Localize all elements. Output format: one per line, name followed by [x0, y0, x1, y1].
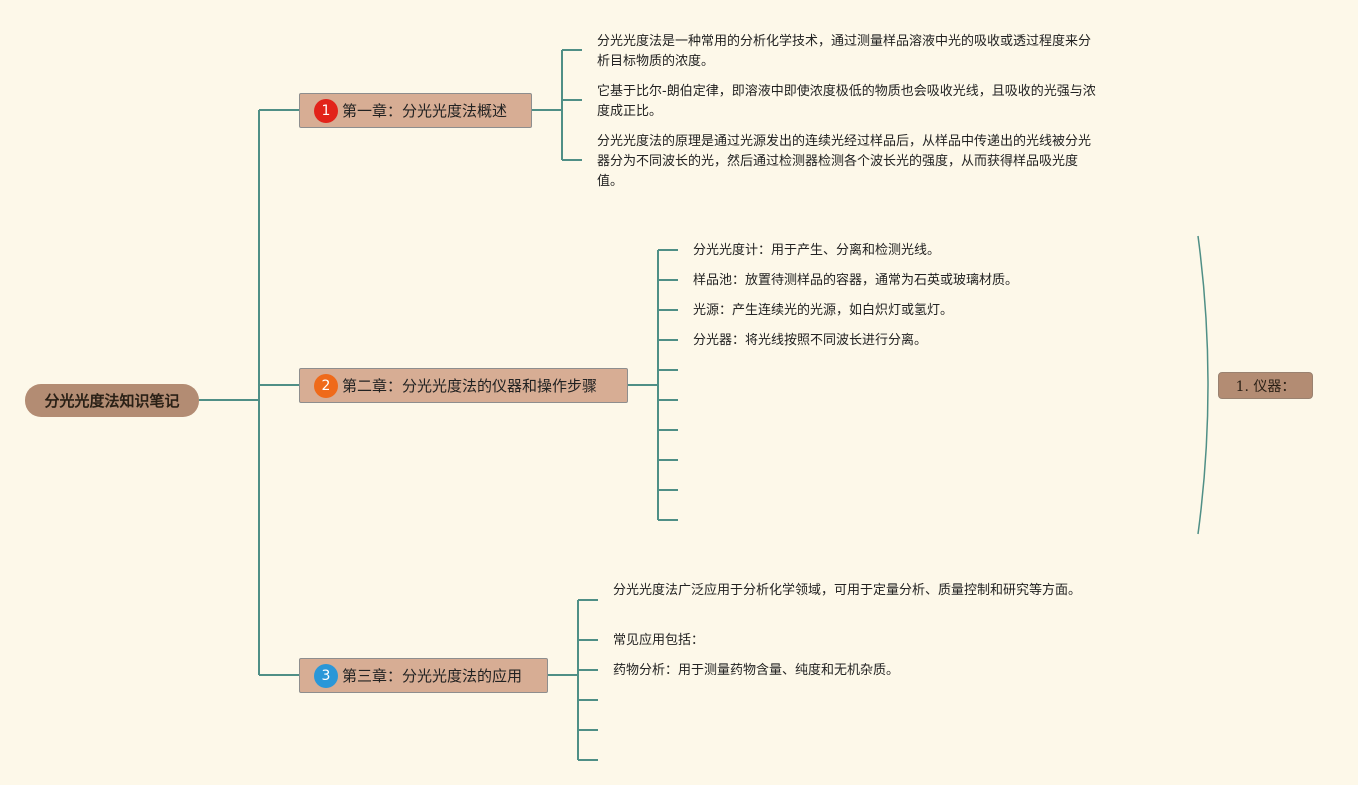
chapter-2-point-2[interactable]: 样品池：放置待测样品的容器，通常为石英或玻璃材质。 [693, 273, 1019, 288]
chapter-1-number-badge: 1 [314, 98, 338, 123]
chapter-1-point-3[interactable]: 分光光度法的原理是通过光源发出的连续光经过样品后，从样品中传递出的光线被分光器分… [597, 134, 1092, 189]
chapter-3-topic[interactable]: 3 第三章：分光光度法的应用 [299, 658, 548, 693]
chapter-1-point-1[interactable]: 分光光度法是一种常用的分析化学技术，通过测量样品溶液中光的吸收或透过程度来分析目… [597, 34, 1092, 69]
chapter-2-point-3[interactable]: 光源：产生连续光的光源，如白炽灯或氢灯。 [693, 303, 954, 318]
chapter-3-title: 第三章：分光光度法的应用 [342, 667, 523, 685]
chapter-1-title: 第一章：分光光度法概述 [342, 102, 508, 120]
chapter-2-topic[interactable]: 2 第二章：分光光度法的仪器和操作步骤 [299, 368, 628, 403]
chapter-2-number-badge: 2 [314, 373, 338, 398]
chapter-1-point-2[interactable]: 它基于比尔-朗伯定律，即溶液中即使浓度极低的物质也会吸收光线，且吸收的光强与浓度… [597, 84, 1096, 119]
chapter-3-point-2[interactable]: 常见应用包括： [613, 633, 705, 648]
root-topic[interactable]: 分光光度法知识笔记 [25, 384, 199, 417]
chapter-2-point-4[interactable]: 分光器：将光线按照不同波长进行分离。 [693, 333, 928, 348]
chapter-3-point-3[interactable]: 药物分析：用于测量药物含量、纯度和无机杂质。 [613, 663, 900, 678]
chapter-3-number-badge: 3 [314, 663, 338, 688]
side-topic-instrument[interactable]: 1. 仪器： [1218, 372, 1313, 399]
chapter-3-point-1[interactable]: 分光光度法广泛应用于分析化学领域，可用于定量分析、质量控制和研究等方面。 [613, 583, 1082, 598]
chapter-1-topic[interactable]: 1 第一章：分光光度法概述 [299, 93, 532, 128]
side-topic-label: 1. 仪器： [1235, 378, 1296, 395]
root-topic-label: 分光光度法知识笔记 [44, 392, 180, 410]
chapter-2-title: 第二章：分光光度法的仪器和操作步骤 [342, 377, 598, 395]
chapter-2-point-1[interactable]: 分光光度计：用于产生、分离和检测光线。 [693, 243, 941, 258]
side-bracket [1197, 235, 1209, 535]
